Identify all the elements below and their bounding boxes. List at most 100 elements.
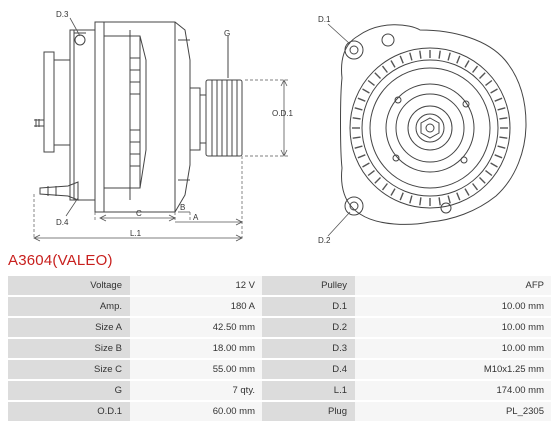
plug-connector bbox=[39, 181, 79, 201]
vent-slot bbox=[499, 136, 508, 139]
table-row: Size C 55.00 mm D.4 M10x1.25 mm bbox=[8, 360, 551, 379]
vent-slots bbox=[352, 50, 508, 206]
vent-slot bbox=[472, 65, 479, 73]
spec-value: 12 V bbox=[130, 276, 262, 295]
ear-d2 bbox=[344, 196, 364, 216]
rear-terminal-block bbox=[43, 51, 55, 153]
vent-slot bbox=[367, 170, 375, 177]
vent-slot bbox=[479, 177, 486, 184]
spec-key: Pulley bbox=[262, 276, 355, 295]
vent-slot bbox=[409, 52, 413, 61]
spec-value: 10.00 mm bbox=[355, 297, 551, 316]
vent-slot bbox=[490, 162, 498, 168]
vent-slot bbox=[485, 79, 493, 86]
vent-slot bbox=[374, 72, 381, 79]
label-g: G bbox=[224, 29, 230, 38]
vent-slot bbox=[357, 97, 366, 102]
vent-slot bbox=[438, 50, 441, 59]
spec-value: 55.00 mm bbox=[130, 360, 262, 379]
vent-slot bbox=[472, 183, 479, 191]
vent-slot bbox=[419, 197, 422, 206]
front-housing bbox=[340, 24, 527, 225]
label-d2: D.2 bbox=[318, 236, 331, 245]
spec-key: Plug bbox=[262, 402, 355, 421]
spec-key: Size C bbox=[8, 360, 130, 379]
vent-slot bbox=[456, 192, 461, 201]
pulley bbox=[205, 79, 243, 157]
spec-value: 60.00 mm bbox=[130, 402, 262, 421]
vent-slot bbox=[399, 192, 404, 201]
diagram-svg: D.3 G O.D.1 D.4 C B A L.1 bbox=[33, 10, 527, 245]
spec-value: 174.00 mm bbox=[355, 381, 551, 400]
vent-slot bbox=[497, 145, 506, 149]
table-row: Voltage 12 V Pulley AFP bbox=[8, 276, 551, 295]
pulley-nut bbox=[420, 117, 440, 139]
vent-slot bbox=[362, 162, 370, 168]
vent-slot bbox=[381, 183, 388, 191]
vent-slot bbox=[354, 145, 363, 149]
table-row: Size B 18.00 mm D.3 10.00 mm bbox=[8, 339, 551, 358]
label-l1: L.1 bbox=[130, 229, 142, 238]
spec-key: Size B bbox=[8, 339, 130, 358]
vent-slot bbox=[419, 50, 422, 59]
vent-slot bbox=[357, 154, 366, 159]
vent-slot bbox=[367, 79, 375, 86]
front-hub bbox=[189, 87, 201, 151]
label-a: A bbox=[193, 213, 199, 222]
spec-value: 10.00 mm bbox=[355, 318, 551, 337]
vent-slot bbox=[485, 170, 493, 177]
spec-value: 10.00 mm bbox=[355, 339, 551, 358]
vent-slot bbox=[447, 52, 451, 61]
vent-slot bbox=[390, 188, 396, 196]
spec-value: AFP bbox=[355, 276, 551, 295]
label-d4: D.4 bbox=[56, 218, 69, 227]
pulley-face bbox=[395, 93, 465, 163]
spec-value: 180 A bbox=[130, 297, 262, 316]
label-b: B bbox=[180, 203, 185, 212]
spec-value: PL_2305 bbox=[355, 402, 551, 421]
spec-key: D.4 bbox=[262, 360, 355, 379]
spec-key: Size A bbox=[8, 318, 130, 337]
table-row: O.D.1 60.00 mm Plug PL_2305 bbox=[8, 402, 551, 421]
vent-slot bbox=[390, 60, 396, 68]
spec-key: G bbox=[8, 381, 130, 400]
vent-slot bbox=[456, 55, 461, 64]
label-d3: D.3 bbox=[56, 10, 69, 19]
alternator-diagram: D.3 G O.D.1 D.4 C B A L.1 bbox=[33, 10, 527, 245]
vent-slot bbox=[464, 60, 470, 68]
product-title: A3604(VALEO) bbox=[8, 252, 113, 269]
vent-slot bbox=[374, 177, 381, 184]
spec-value: 18.00 mm bbox=[130, 339, 262, 358]
vent-slot bbox=[494, 97, 503, 102]
vent-slot bbox=[354, 107, 363, 111]
vent-slot bbox=[381, 65, 388, 73]
vent-slot bbox=[494, 154, 503, 159]
vent-slot bbox=[409, 195, 413, 204]
spec-key: L.1 bbox=[262, 381, 355, 400]
spec-table-body: Voltage 12 V Pulley AFP Amp. 180 A D.1 1… bbox=[8, 276, 551, 421]
spec-value: M10x1.25 mm bbox=[355, 360, 551, 379]
front-plate bbox=[369, 67, 491, 189]
table-row: G 7 qty. L.1 174.00 mm bbox=[8, 381, 551, 400]
label-d1: D.1 bbox=[318, 15, 331, 24]
table-row: Size A 42.50 mm D.2 10.00 mm bbox=[8, 318, 551, 337]
ear-d1 bbox=[344, 40, 364, 60]
vent-slot bbox=[399, 55, 404, 64]
spec-value: 7 qty. bbox=[130, 381, 262, 400]
spec-key: D.2 bbox=[262, 318, 355, 337]
spec-key: D.3 bbox=[262, 339, 355, 358]
spec-table: Voltage 12 V Pulley AFP Amp. 180 A D.1 1… bbox=[8, 274, 551, 423]
spec-key: Amp. bbox=[8, 297, 130, 316]
vent-slot bbox=[352, 117, 361, 120]
spec-value: 42.50 mm bbox=[130, 318, 262, 337]
vent-slot bbox=[352, 136, 361, 139]
table-row: Amp. 180 A D.1 10.00 mm bbox=[8, 297, 551, 316]
spec-key: Voltage bbox=[8, 276, 130, 295]
vent-slot bbox=[438, 197, 441, 206]
spec-key: O.D.1 bbox=[8, 402, 130, 421]
spec-key: D.1 bbox=[262, 297, 355, 316]
vent-slot bbox=[499, 117, 508, 120]
label-od1: O.D.1 bbox=[272, 109, 293, 118]
vent-slot bbox=[362, 88, 370, 94]
vent-slot bbox=[464, 188, 470, 196]
